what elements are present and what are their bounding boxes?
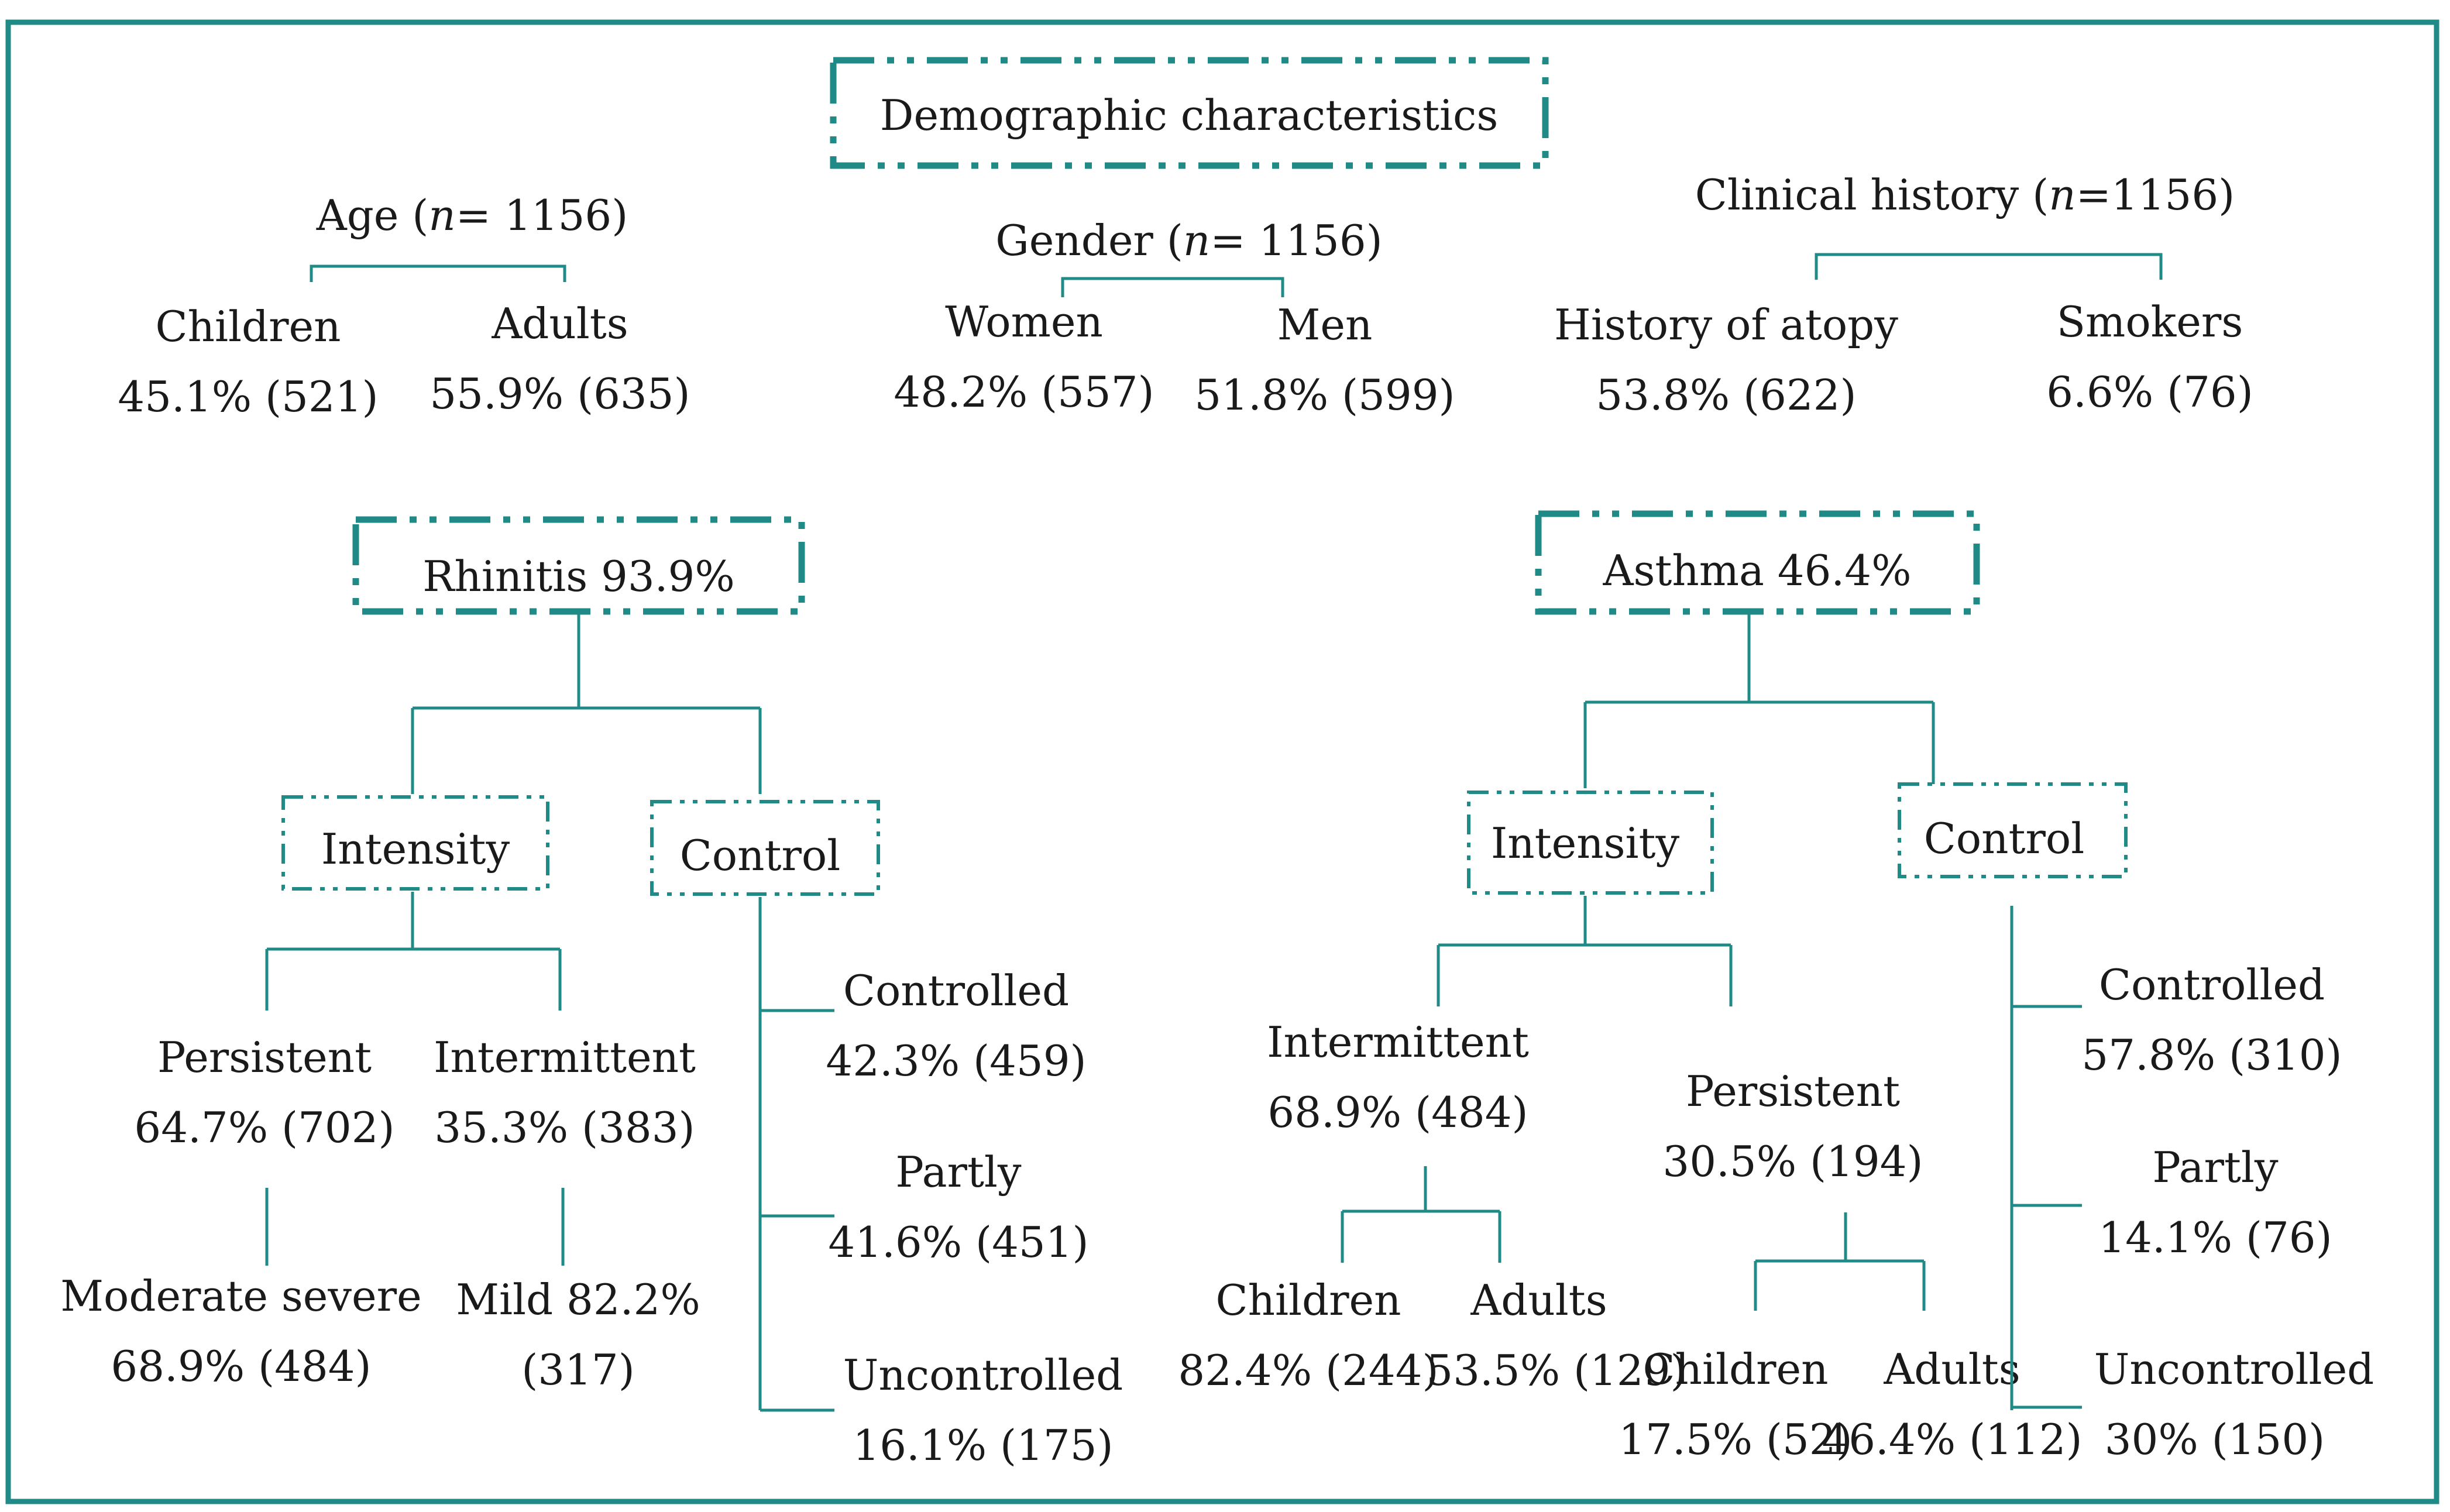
asthma-control-tree <box>2010 906 2082 1410</box>
rhinitis-moderate-label: Moderate severe <box>60 1272 421 1321</box>
clinical-smokers-value: 6.6% (76) <box>2046 367 2253 417</box>
asthma-box <box>1535 510 1980 615</box>
asthma-intermittent-label: Intermittent <box>1267 1018 1529 1067</box>
asthma-intensity-label: Intensity <box>1491 819 1680 868</box>
rhinitis-title: Rhinitis 93.9% <box>422 552 735 601</box>
clinical-bracket <box>1815 253 2163 280</box>
outer-frame <box>5 19 2439 1504</box>
rhinitis-tree <box>411 614 762 794</box>
clinical-atopy-label: History of atopy <box>1554 300 1898 349</box>
gender-men-value: 51.8% (599) <box>1194 370 1455 420</box>
rhinitis-mild-value: (317) <box>521 1345 635 1394</box>
asthma-per-children-value: 17.5% (52) <box>1619 1415 1852 1464</box>
asthma-persistent-label: Persistent <box>1686 1067 1900 1116</box>
clinical-smokers-label: Smokers <box>2057 297 2243 346</box>
rhinitis-control-box <box>650 800 880 896</box>
asthma-control-box <box>1898 782 2128 878</box>
rhinitis-box <box>352 516 805 615</box>
asthma-controlled-value: 57.8% (310) <box>2081 1030 2342 1080</box>
asthma-control-label: Control <box>1924 814 2085 863</box>
asthma-intermittent-value: 68.9% (484) <box>1267 1088 1528 1137</box>
rhinitis-moderate-value: 68.9% (484) <box>111 1342 371 1391</box>
asthma-int-adults-value: 53.5% (129) <box>1426 1346 1686 1395</box>
rhinitis-partly-value: 41.6% (451) <box>828 1218 1088 1267</box>
rhinitis-control-label: Control <box>680 831 841 880</box>
gender-women-value: 48.2% (557) <box>894 367 1154 417</box>
gender-bracket <box>1061 277 1284 297</box>
rhinitis-uncontrolled-value: 16.1% (175) <box>853 1421 1113 1470</box>
rhinitis-intermittent-value: 35.3% (383) <box>434 1103 695 1152</box>
asthma-persistent-value: 30.5% (194) <box>1662 1137 1923 1186</box>
asthma-persistent-tree <box>1754 1212 1926 1311</box>
title-text: Demographic characteristics <box>880 91 1499 140</box>
age-adults-label: Adults <box>491 299 628 348</box>
age-adults-value: 55.9% (635) <box>429 369 690 418</box>
asthma-per-adults-label: Adults <box>1883 1345 2020 1394</box>
rhinitis-uncontrolled-label: Uncontrolled <box>843 1351 1123 1400</box>
asthma-partly-value: 14.1% (76) <box>2098 1213 2332 1262</box>
rhinitis-intermittent-label: Intermittent <box>434 1033 696 1082</box>
gender-men-label: Men <box>1277 300 1373 349</box>
rhinitis-persistent-label: Persistent <box>157 1033 372 1082</box>
rhinitis-intensity-box <box>281 795 549 891</box>
age-children-value: 45.1% (521) <box>118 372 378 421</box>
asthma-title: Asthma 46.4% <box>1602 546 1911 595</box>
age-children-label: Children <box>155 302 341 351</box>
asthma-uncontrolled-label: Uncontrolled <box>2094 1345 2375 1394</box>
title-box <box>830 57 1549 169</box>
asthma-intermittent-tree <box>1341 1166 1501 1263</box>
gender-women-label: Women <box>945 297 1103 346</box>
clinical-atopy-value: 53.8% (622) <box>1596 370 1856 420</box>
rhinitis-persistent-link <box>265 1188 565 1266</box>
asthma-controlled-label: Controlled <box>2099 960 2325 1009</box>
asthma-int-children-label: Children <box>1215 1276 1401 1325</box>
asthma-per-children-label: Children <box>1643 1345 1828 1394</box>
rhinitis-intensity-tree <box>265 892 562 1011</box>
rhinitis-intensity-label: Intensity <box>321 824 510 874</box>
clinical-header: Clinical history (n=1156) <box>1695 170 2235 219</box>
rhinitis-mild-label: Mild 82.2% <box>456 1275 700 1324</box>
asthma-partly-label: Partly <box>2152 1143 2279 1192</box>
age-header: Age (n= 1156) <box>316 191 628 240</box>
asthma-per-adults-value: 46.4% (112) <box>1822 1415 2082 1464</box>
rhinitis-partly-label: Partly <box>895 1147 1022 1197</box>
gender-header: Gender (n= 1156) <box>995 216 1383 265</box>
asthma-int-adults-label: Adults <box>1470 1276 1607 1325</box>
rhinitis-controlled-value: 42.3% (459) <box>826 1036 1086 1085</box>
asthma-int-children-value: 82.4% (244) <box>1178 1346 1438 1395</box>
age-bracket <box>310 264 566 282</box>
asthma-intensity-tree <box>1437 896 1733 1006</box>
rhinitis-controlled-label: Controlled <box>843 966 1069 1015</box>
rhinitis-persistent-value: 64.7% (702) <box>134 1103 394 1152</box>
rhinitis-control-tree <box>758 897 834 1412</box>
asthma-uncontrolled-value: 30% (150) <box>2105 1415 2325 1464</box>
asthma-intensity-box <box>1467 791 1714 895</box>
asthma-tree <box>1583 614 1935 788</box>
